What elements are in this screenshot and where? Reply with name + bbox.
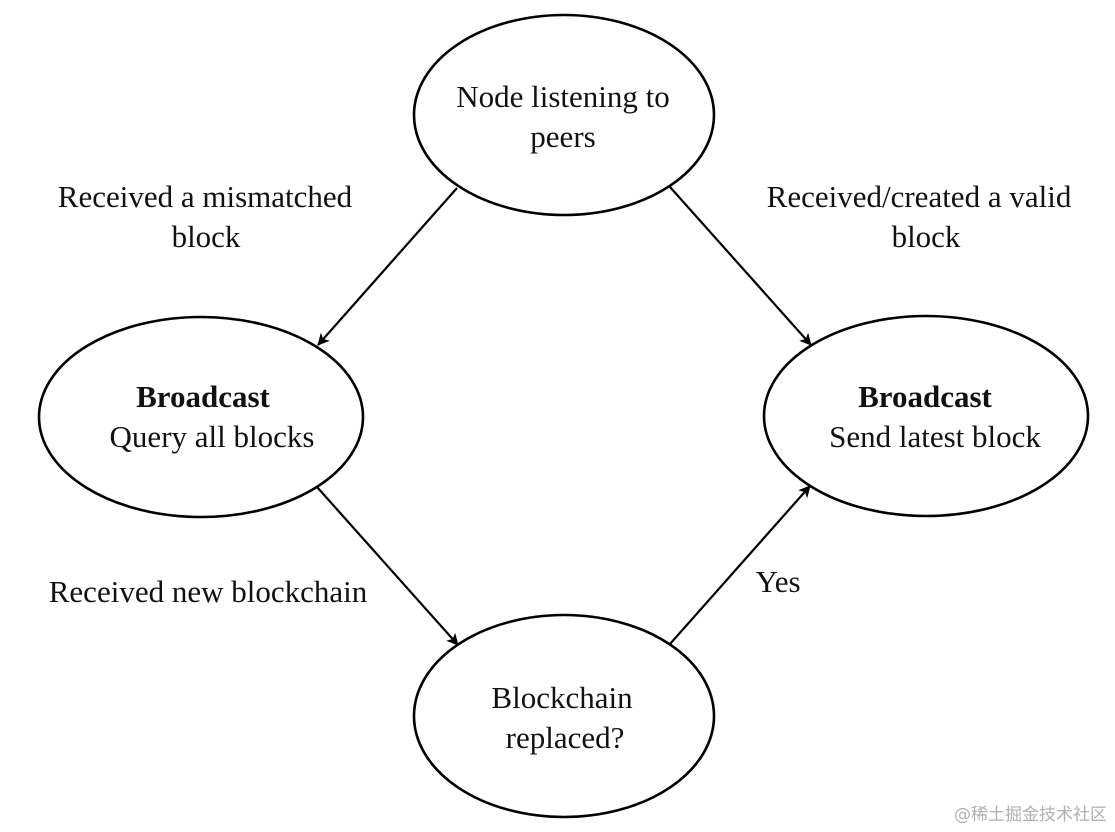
edge-query-to-replaced: [316, 486, 459, 646]
edge-label-mismatched: Received a mismatched block: [58, 179, 353, 254]
watermark-text: @稀土掘金技术社区: [954, 805, 1107, 825]
node-replaced-line-2: replaced?: [506, 720, 625, 755]
node-listening-line-2: peers: [530, 119, 595, 154]
node-query: Broadcast Query all blocks: [37, 315, 365, 519]
node-replaced: Blockchain replaced?: [412, 613, 716, 819]
edge-label-yes-line-1: Yes: [755, 564, 800, 599]
node-send-shape: [762, 314, 1090, 518]
node-query-shape: [37, 315, 365, 519]
edge-listening-to-query: [317, 187, 458, 346]
node-query-title: Broadcast: [136, 379, 270, 414]
node-send-subtitle: Send latest block: [829, 419, 1041, 454]
node-replaced-shape: [412, 613, 716, 819]
node-query-subtitle: Query all blocks: [110, 419, 315, 454]
node-replaced-line-1: Blockchain: [491, 680, 633, 715]
edge-label-valid-line-1: Received/created a valid: [767, 179, 1072, 214]
edge-replaced-to-send: [669, 485, 811, 645]
edge-listening-to-send: [669, 186, 812, 346]
edge-label-mismatched-line-1: Received a mismatched: [58, 179, 353, 214]
node-listening: Node listening to peers: [412, 13, 716, 217]
node-send-title: Broadcast: [858, 379, 992, 414]
node-listening-shape: [412, 13, 716, 217]
edge-label-new-blockchain: Received new blockchain: [49, 574, 368, 609]
edge-label-valid-line-2: block: [892, 219, 961, 254]
edge-label-yes: Yes: [755, 564, 800, 599]
edge-label-mismatched-line-2: block: [172, 219, 241, 254]
node-listening-line-1: Node listening to: [456, 79, 670, 114]
node-send: Broadcast Send latest block: [762, 314, 1090, 518]
edge-label-new-blockchain-line-1: Received new blockchain: [49, 574, 368, 609]
edge-label-valid: Received/created a valid block: [767, 179, 1072, 254]
